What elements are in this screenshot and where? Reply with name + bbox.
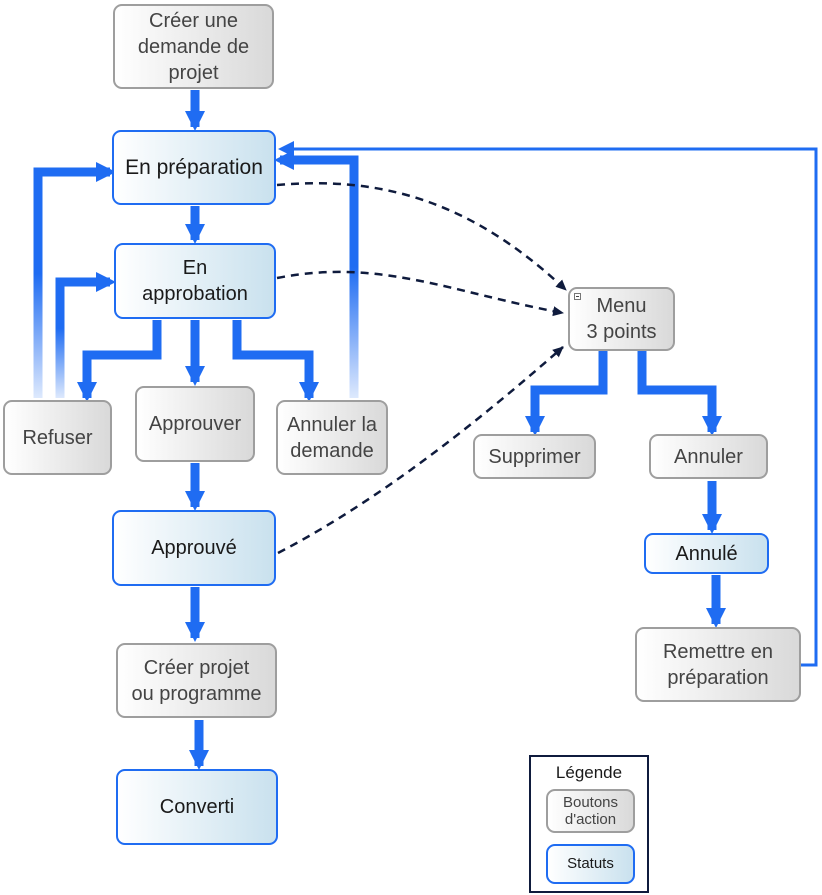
arrow-approval-to-cancel-request [232,320,319,402]
arrow-menu-to-delete [525,350,608,436]
dashed-arrow-approval-to-menu [276,270,564,317]
cancel-request-button[interactable]: Annuler la demande [276,400,388,475]
arrow-approval-to-refuse [77,320,162,402]
arrow-refuse-to-preparation [33,162,116,398]
dashed-arrow-approved-to-menu [277,346,564,555]
legend-action-buttons: Boutons d'action [546,789,635,833]
delete-button[interactable]: Supprimer [473,434,596,479]
status-in-preparation: En préparation [112,130,276,205]
status-converted: Converti [116,769,278,845]
create-project-button[interactable]: Créer projet ou programme [116,643,277,718]
arrow-menu-to-cancel [637,350,722,436]
status-in-approval: En approbation [114,243,276,319]
dashed-arrow-preparation-to-menu [276,182,567,291]
reset-to-preparation-button[interactable]: Remettre en préparation [635,627,801,702]
arrow-refuse-to-approval [55,272,116,398]
cancel-button[interactable]: Annuler [649,434,768,479]
three-dot-menu-label: Menu 3 points [586,295,657,343]
legend-title: Légende [555,763,623,782]
arrow-cancel-request-to-preparation [274,150,359,398]
refuse-button[interactable]: Refuser [3,400,112,475]
arrow-reset-to-preparation [278,141,818,667]
status-cancelled: Annulé [644,533,769,574]
create-request-button[interactable]: Créer une demande de projet [113,4,274,89]
status-approved: Approuvé [112,510,276,586]
legend-statuses: Statuts [546,844,635,884]
approve-button[interactable]: Approuver [135,386,255,462]
legend: Légende Boutons d'action Statuts [529,755,649,893]
three-dot-menu-button[interactable]: Menu 3 points [568,287,675,351]
collapse-minus-icon [574,293,581,300]
